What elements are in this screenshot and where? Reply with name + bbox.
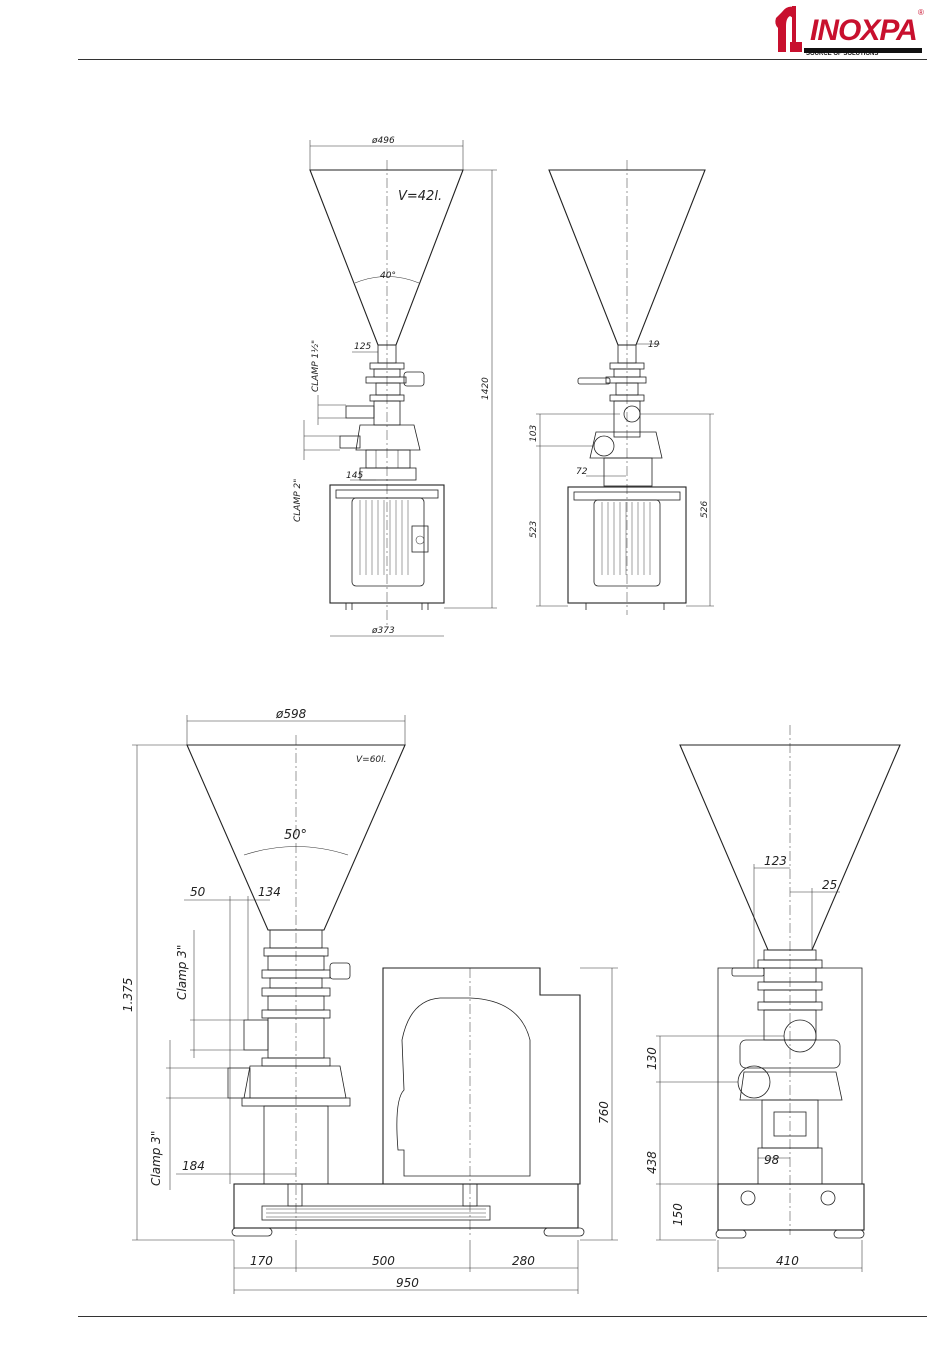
- bottom-side-view: [656, 725, 900, 1272]
- bottom-side-dim-130: 130: [645, 1047, 659, 1070]
- bottom-front-view: [132, 715, 618, 1294]
- bottom-side-dim-98: 98: [764, 1153, 780, 1167]
- top-side-dim-19: 19: [648, 340, 660, 350]
- top-front-height-total: 1420: [481, 377, 491, 400]
- top-front-clamp-upper: CLAMP 1½": [311, 340, 321, 392]
- bottom-front-dim-50: 50: [190, 885, 206, 899]
- top-front-clamp-lower: CLAMP 2": [293, 479, 303, 522]
- bottom-side-dim-438: 438: [645, 1151, 659, 1174]
- top-front-diameter-base: ø373: [371, 626, 395, 636]
- bottom-front-angle: 50°: [284, 828, 307, 843]
- top-front-view: [304, 140, 497, 636]
- bottom-front-clamp-lower: Clamp 3": [149, 1131, 163, 1186]
- bottom-side-dim-150: 150: [671, 1203, 685, 1226]
- bottom-front-dim-134: 134: [258, 885, 281, 899]
- bottom-front-volume: V=60l.: [356, 755, 387, 765]
- top-front-dim-145: 145: [346, 471, 363, 481]
- top-side-dim-103: 103: [529, 425, 539, 442]
- top-front-angle: 40°: [380, 271, 396, 281]
- bottom-front-clamp-upper: Clamp 3": [175, 945, 189, 1000]
- bottom-side-dim-25: 25: [822, 878, 837, 892]
- bottom-front-motor-height: 760: [597, 1101, 611, 1124]
- top-front-volume: V=42l.: [398, 189, 442, 204]
- top-side-dim-523: 523: [529, 521, 539, 538]
- bottom-front-dim-170: 170: [250, 1254, 273, 1268]
- top-side-dim-72: 72: [576, 467, 588, 477]
- top-side-view: [536, 160, 714, 615]
- bottom-front-diameter-top: ø598: [275, 707, 307, 721]
- bottom-front-height-total: 1.375: [121, 978, 135, 1012]
- bottom-front-dim-184: 184: [182, 1159, 205, 1173]
- bottom-front-dim-280: 280: [512, 1254, 535, 1268]
- bottom-front-dim-500: 500: [372, 1254, 395, 1268]
- bottom-front-width-total: 950: [396, 1276, 419, 1290]
- bottom-side-width-total: 410: [776, 1254, 799, 1268]
- top-side-dim-526: 526: [700, 501, 710, 518]
- bottom-side-dim-123: 123: [764, 854, 787, 868]
- top-front-diameter-top: ø496: [371, 136, 395, 146]
- top-front-dim-125: 125: [354, 342, 371, 352]
